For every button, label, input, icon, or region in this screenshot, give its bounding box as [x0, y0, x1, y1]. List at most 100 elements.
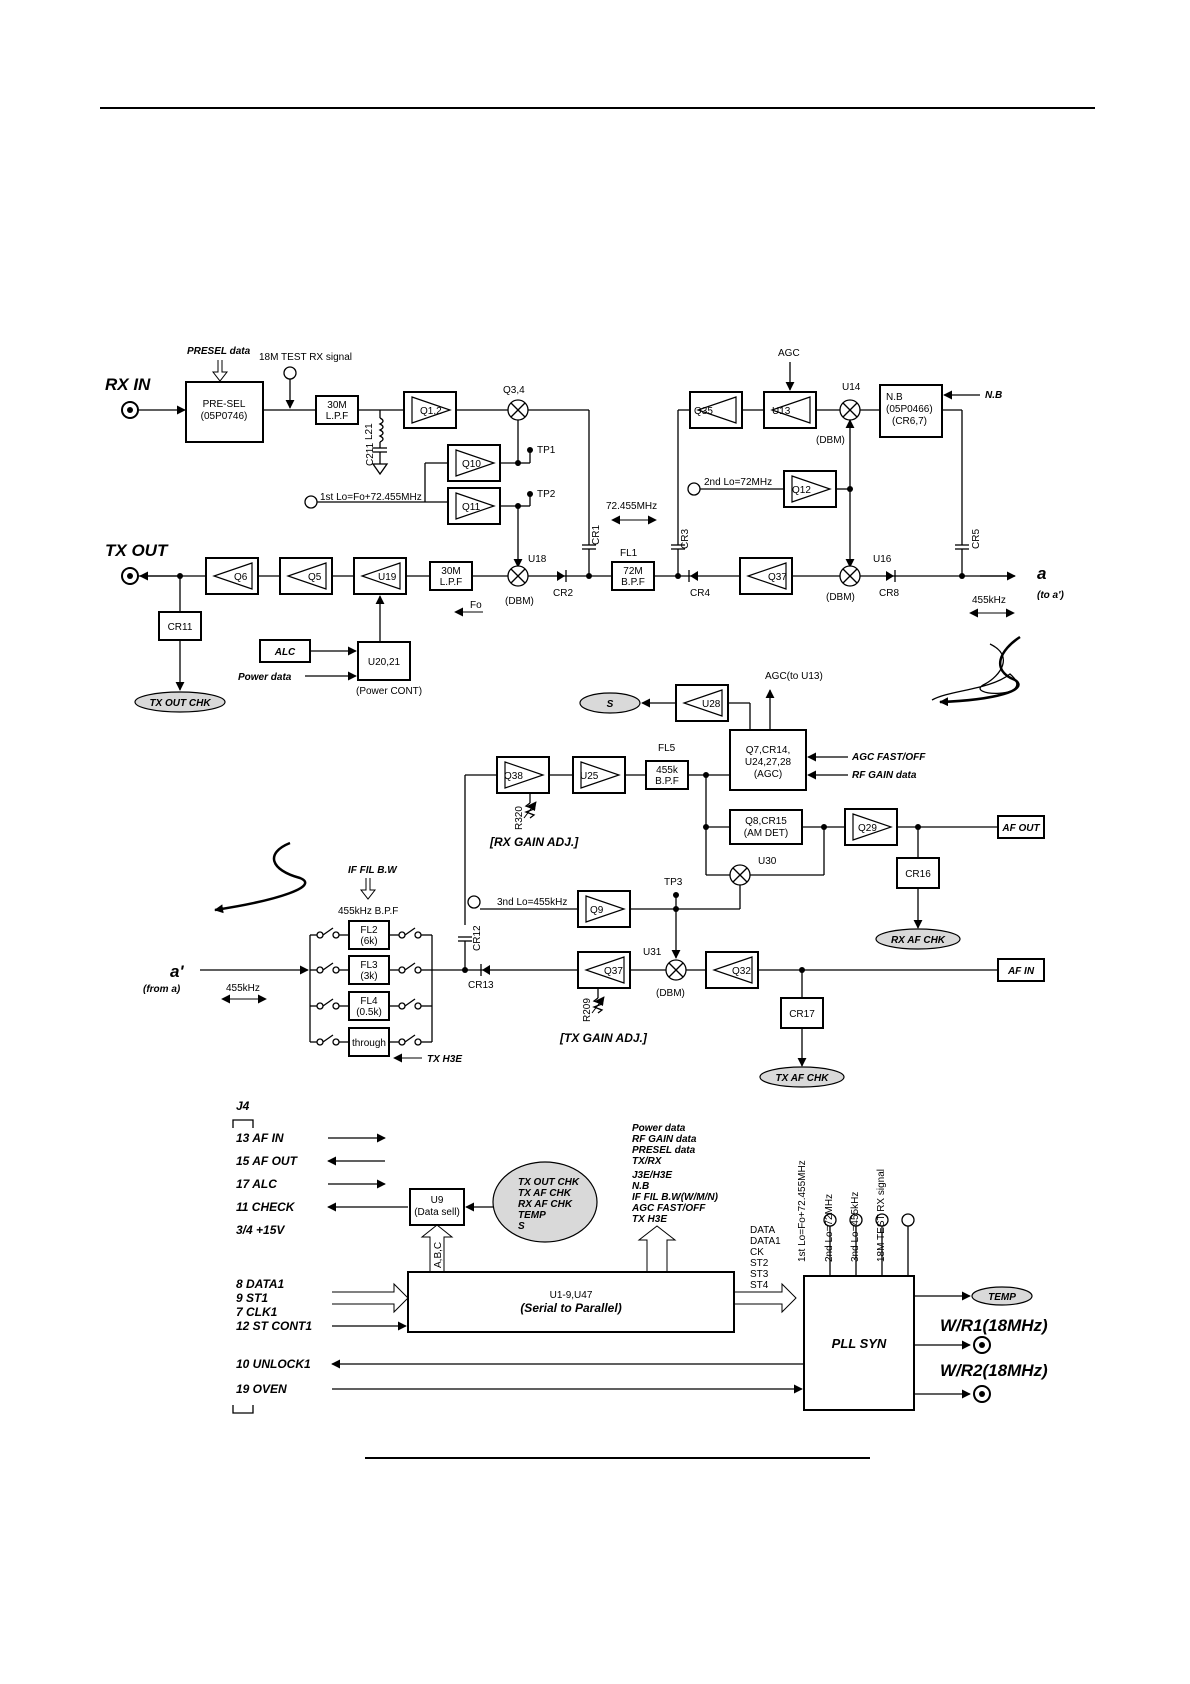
diode-cr4-icon [688, 570, 698, 582]
test-rx-terminal-pll [901, 1213, 915, 1227]
q12-amp-box [403, 391, 457, 429]
second-lo-terminal [687, 482, 701, 496]
data-line-st4: ST4 [750, 1280, 769, 1291]
mixer-u30-icon [729, 864, 751, 886]
capacitor-cr3-icon [671, 544, 685, 576]
u16-dbm-label: (DBM) [826, 592, 855, 603]
q11-label: Q11 [462, 502, 481, 513]
cr11-box [158, 611, 202, 641]
diode-cr2-icon [557, 570, 567, 582]
data-in-bus-arrow-icon [332, 1282, 409, 1314]
q12b-amp-box [783, 470, 837, 508]
data-out-bus-arrow-icon [734, 1282, 797, 1314]
abc-label: A,B,C [433, 1242, 444, 1268]
bpf-455-label: 455kHz B.P.F [338, 906, 398, 917]
tx-af-chk-badge [759, 1066, 845, 1088]
diode-cr13-icon [480, 964, 490, 976]
pin-11-label: 11 CHECK [236, 1200, 296, 1214]
u28-label: U28 [702, 699, 721, 710]
lpf-30m-tx-line1: 30M [441, 566, 460, 577]
second-lo-label: 2nd Lo=72MHz [704, 477, 772, 488]
ctrl-tx-h3e: TX H3E [632, 1214, 667, 1225]
cr17-box [780, 997, 824, 1029]
data-line-data1: DATA1 [750, 1236, 781, 1247]
first-lo-terminal [304, 495, 318, 509]
ctrl-txrx: TX/RX [632, 1156, 663, 1167]
s-label: S [607, 699, 614, 710]
u25-label: U25 [580, 771, 599, 782]
wr2-connector-icon [973, 1385, 991, 1403]
rx-gain-adj-label: [RX GAIN ADJ.] [489, 835, 579, 849]
q12b-label: Q12 [792, 485, 811, 496]
check-rx-af: RX AF CHK [518, 1199, 573, 1210]
tp1-label: TP1 [537, 445, 556, 456]
cr16-label: CR16 [905, 869, 931, 880]
freq-72455-label: 72.455MHz [606, 501, 657, 512]
pin-13-label: 13 AF IN [236, 1131, 284, 1145]
rx-in-connector-icon [121, 401, 139, 419]
af-in-label: AF IN [1007, 966, 1035, 977]
u16-label: U16 [873, 554, 892, 565]
u19-label: U19 [378, 572, 397, 583]
first-lo-label: 1st Lo=Fo+72.455MHz [320, 492, 422, 503]
r320-label: R320 [514, 806, 525, 830]
fl5-line1: 455k [656, 765, 679, 776]
nb-label: N.B [985, 390, 1002, 401]
ctrl-if-fil-bw: IF FIL B.W(W/M/N) [632, 1192, 719, 1203]
if-fil-bw-arrow-icon [359, 878, 377, 900]
u18-label: U18 [528, 554, 547, 565]
temp-badge [971, 1286, 1033, 1306]
tx-gain-potentiometer-icon [591, 988, 605, 1014]
control-section: J4 13 AF IN 15 AF OUT 17 ALC 11 CHECK 3/… [232, 1099, 1048, 1414]
fl5-line2: B.P.F [655, 776, 679, 787]
u9-line2: (Data sell) [414, 1207, 460, 1218]
c211-label: C211 [365, 442, 376, 466]
q32-label: Q32 [732, 966, 751, 977]
rx-af-chk-label: RX AF CHK [891, 935, 946, 946]
fl3-line1: FL3 [360, 960, 378, 971]
a-label: a [1037, 564, 1046, 583]
r209-label: R209 [582, 998, 593, 1022]
power-data-label: Power data [238, 672, 292, 683]
capacitor-cr1-icon [582, 544, 596, 576]
tx-out-chk-badge [134, 691, 226, 713]
rx-gain-potentiometer-icon [523, 793, 537, 819]
fl3-line2: (3k) [360, 971, 377, 982]
capacitor-cr12-icon [458, 936, 472, 942]
q5-label: Q5 [308, 572, 322, 583]
s-badge [579, 692, 641, 714]
lpf-30m-tx-box [429, 561, 473, 591]
abc-bus-arrow-icon [420, 1224, 454, 1272]
agc-to-u13-label: AGC(to U13) [765, 671, 823, 682]
pin-10-label: 10 UNLOCK1 [236, 1357, 311, 1371]
data-line-data: DATA [750, 1225, 776, 1236]
tx-out-label: TX OUT [105, 541, 169, 560]
u31-label: U31 [643, 947, 662, 958]
temp-label: TEMP [988, 1292, 1016, 1303]
q9-amp-box [577, 890, 631, 928]
ctrl-j3e-h3e: J3E/H3E [632, 1170, 672, 1181]
continuation-arrow-bottom-icon [214, 841, 307, 914]
fo-label: Fo [470, 600, 482, 611]
data-line-st2: ST2 [750, 1258, 769, 1269]
lpf-30m-rx-box [315, 395, 359, 425]
lpf-30m-rx-line2: L.P.F [326, 411, 349, 422]
rf-section: RX IN PRESEL data PRE-SEL (05P0746) 18M … [105, 346, 1064, 713]
cr12-label: CR12 [472, 925, 483, 951]
u2021-box [357, 641, 411, 681]
wr1-connector-icon [973, 1336, 991, 1354]
am-det-line1: Q8,CR15 [745, 816, 787, 827]
ctrl-nb: N.B [632, 1181, 649, 1192]
data-line-st3: ST3 [750, 1269, 769, 1280]
ctrl-agc-fast: AGC FAST/OFF [631, 1203, 706, 1214]
tx-af-chk-label: TX AF CHK [776, 1073, 830, 1084]
u30-label: U30 [758, 856, 777, 867]
fl2-box [348, 920, 390, 950]
wr1-label: W/R1(18MHz) [940, 1316, 1048, 1335]
test-rx-terminal [283, 366, 297, 380]
fl1-line1: 72M [623, 566, 642, 577]
alc-label: ALC [274, 647, 296, 658]
q37-rf-label: Q37 [768, 572, 787, 583]
